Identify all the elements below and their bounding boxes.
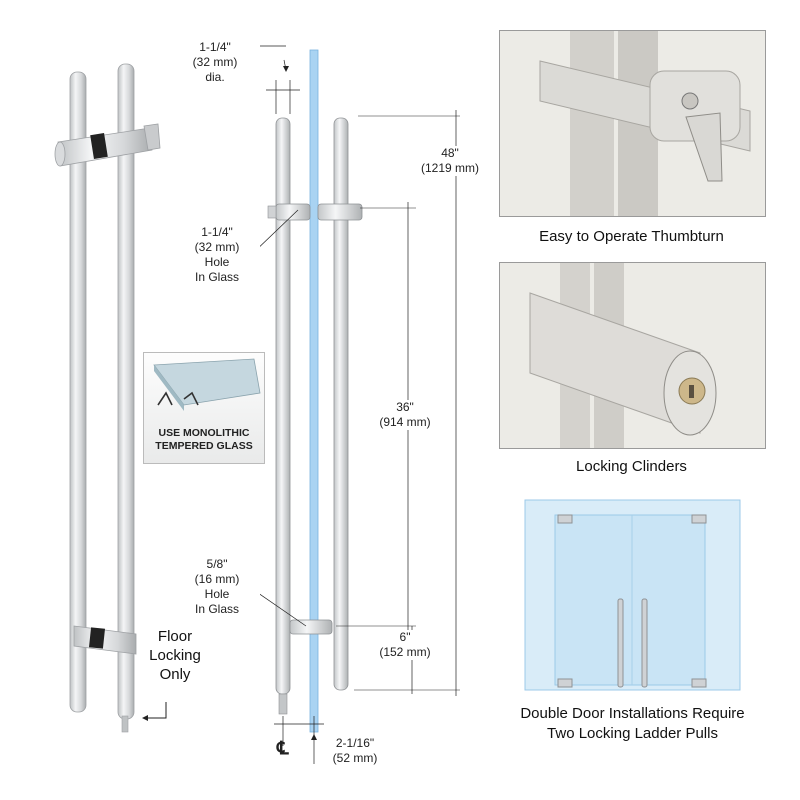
- pull-tube-right: [117, 63, 135, 720]
- tempered-glass-badge: USE MONOLITHIC TEMPERED GLASS: [143, 352, 265, 464]
- centerline-symbol: ℄: [277, 738, 289, 758]
- lower-standoff: [73, 625, 137, 655]
- cylinder-caption: Locking Clinders: [576, 458, 687, 475]
- dim-mount-spacing: 36" (914 mm): [370, 400, 440, 430]
- product-illustration: [40, 50, 170, 740]
- dim-overall-length: 48" (1219 mm): [405, 146, 495, 176]
- dim-bottom-offset: 6" (152 mm): [370, 630, 440, 660]
- dim-top-hole: 1-1/4" (32 mm) Hole In Glass: [194, 225, 240, 284]
- dim-bottom-hole: 5/8" (16 mm) Hole In Glass: [194, 557, 240, 616]
- thumbturn-photo: [499, 30, 766, 217]
- drawing-tube-right: [333, 117, 349, 691]
- double-door-caption: Double Door Installations Require Two Lo…: [520, 705, 745, 742]
- floor-bolt: [121, 715, 129, 733]
- dimension-drawing: [260, 45, 460, 764]
- badge-line-1: USE MONOLITHIC: [158, 427, 250, 439]
- double-door-illustration: [520, 495, 745, 695]
- lock-cylinder-icon: [681, 92, 699, 110]
- badge-line-2: TEMPERED GLASS: [155, 440, 253, 452]
- pull-tube-left: [69, 71, 87, 713]
- upper-standoff: [54, 123, 161, 167]
- glass-icon: [157, 391, 199, 406]
- dim-tube-diameter: 1-1/4" (32 mm) dia.: [192, 40, 238, 84]
- dim-projection: 2-1/16" (52 mm): [332, 736, 378, 765]
- floor-locking-arrow: [142, 702, 167, 721]
- floor-locking-label: Floor Locking Only: [149, 628, 201, 683]
- door-pull-right: [641, 598, 648, 688]
- door-pull-left: [617, 598, 624, 688]
- thumbturn-icon: [685, 112, 723, 182]
- thumbturn-caption: Easy to Operate Thumbturn: [539, 228, 724, 245]
- cylinder-photo: [499, 262, 766, 449]
